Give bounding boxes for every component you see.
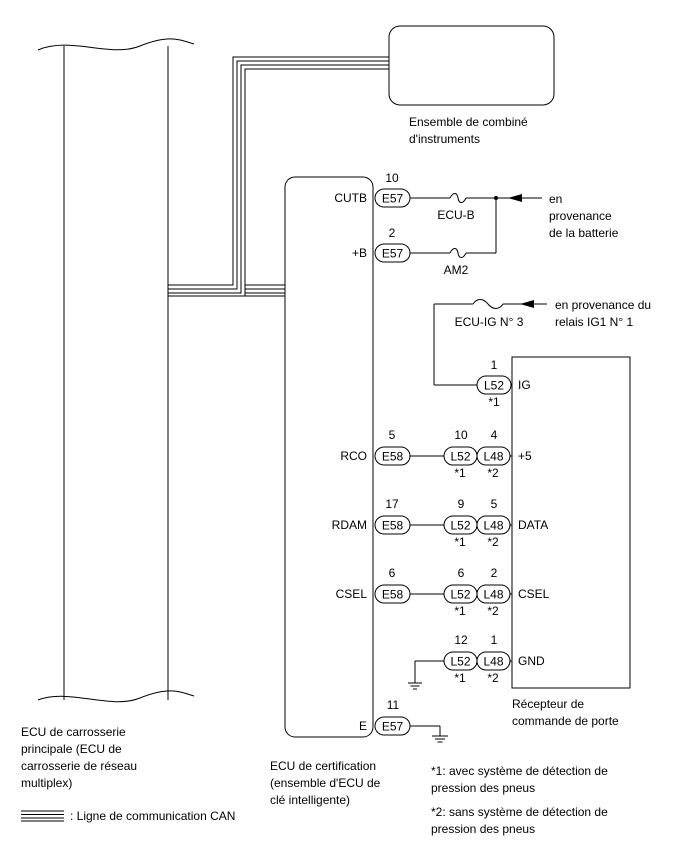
note-2: *2: sans système de détection de pressio… [431, 805, 611, 836]
certification-ecu-label: ECU de certification (ensemble d'ECU de … [270, 759, 384, 807]
variant-note: *2 [487, 671, 499, 685]
variant-note: *1 [454, 466, 466, 480]
relay-source-label: en provenance du relais IG1 N° 1 [555, 298, 654, 329]
connector-label: L52 [450, 519, 470, 533]
connector-label: E57 [382, 247, 404, 261]
connector-label: E58 [382, 588, 404, 602]
connector-rdam: E58 17 RDAM [332, 497, 411, 535]
terminal-name: DATA [518, 518, 548, 532]
ground-icon [408, 682, 422, 690]
variant-note: *1 [454, 535, 466, 549]
pin-number: 11 [387, 698, 400, 712]
variant-note: *1 [454, 604, 466, 618]
connector-cutb: E57 10 CUTB [334, 171, 411, 208]
connector-label: L52 [450, 588, 470, 602]
pin-number: 6 [458, 566, 465, 580]
variant-note: *1 [454, 671, 466, 685]
pin-name: E [359, 719, 367, 733]
pin-name: +B [352, 246, 367, 260]
receiver-terminal-csel: L52 L48 6 2 *1 *2 CSEL [443, 566, 550, 618]
body-ecu-box [37, 38, 195, 703]
terminal-name: +5 [518, 449, 532, 463]
connector-label: E58 [382, 450, 404, 464]
battery-arrow-icon [508, 194, 522, 202]
pin-number: 12 [454, 633, 468, 647]
connector-label: E57 [382, 192, 404, 206]
connector-label: L48 [483, 450, 503, 464]
certification-ecu-box [284, 176, 374, 738]
receiver-terminal-ig: L52 1 *1 IG [476, 358, 531, 409]
pin-number: 2 [491, 566, 498, 580]
receiver-label: Récepteur de commande de porte [512, 697, 619, 728]
pin-name: RDAM [332, 518, 367, 532]
fuse-ecu-ig-label: ECU-IG N° 3 [455, 315, 524, 329]
terminal-name: IG [518, 378, 531, 392]
pin-name: CUTB [334, 191, 367, 205]
terminal-name: CSEL [518, 587, 550, 601]
pin-number: 9 [458, 497, 465, 511]
connector-label: L48 [483, 519, 503, 533]
fuse-ecu-b-label: ECU-B [437, 208, 474, 222]
connector-plus-b: E57 2 +B [352, 226, 411, 263]
connector-label: L52 [450, 450, 470, 464]
combination-meter-box [388, 25, 555, 106]
pin-name: CSEL [336, 587, 368, 601]
connector-label: L48 [483, 588, 503, 602]
connector-label: L48 [483, 655, 503, 669]
receiver-terminal-plus5: L52 L48 10 4 *1 *2 +5 [443, 428, 532, 480]
receiver-terminal-data: L52 L48 9 5 *1 *2 DATA [443, 497, 548, 549]
connector-label: E58 [382, 519, 404, 533]
pin-number: 1 [491, 358, 498, 372]
terminal-name: GND [518, 654, 545, 668]
can-legend-icon [21, 810, 64, 822]
combination-meter-label: Ensemble de combiné d'instruments [409, 115, 531, 146]
variant-note: *1 [488, 395, 500, 409]
pin-number: 17 [385, 497, 399, 511]
pin-number: 4 [491, 428, 498, 442]
pin-number: 2 [389, 226, 396, 240]
can-bus-lines [168, 56, 389, 297]
fuse-ecu-b-icon [449, 193, 467, 203]
pin-number: 5 [491, 497, 498, 511]
pin-number: 6 [389, 566, 396, 580]
fuse-ecu-ig-icon [472, 299, 504, 309]
relay-arrow-icon [520, 300, 534, 308]
connector-label: E57 [382, 720, 404, 734]
wires [410, 196, 547, 736]
receiver-terminal-gnd: L52 L48 12 1 *1 *2 GND [443, 633, 545, 685]
receiver-box [511, 356, 631, 689]
body-ecu-label: ECU de carrosserie principale (ECU de ca… [21, 725, 140, 790]
connector-e: E57 11 E [359, 698, 411, 736]
variant-note: *2 [487, 466, 499, 480]
pin-number: 1 [491, 633, 498, 647]
variant-note: *2 [487, 535, 499, 549]
battery-source-label: en provenance de la batterie [549, 192, 619, 240]
connector-csel: E58 6 CSEL [336, 566, 411, 604]
can-legend-label: : Ligne de communication CAN [70, 809, 235, 823]
pin-number: 5 [389, 428, 396, 442]
connector-label: L52 [484, 379, 504, 393]
connector-rco: E58 5 RCO [340, 428, 411, 466]
connector-label: L52 [450, 655, 470, 669]
pin-number: 10 [385, 171, 399, 185]
pin-name: RCO [340, 449, 367, 463]
variant-note: *2 [487, 604, 499, 618]
note-1: *1: avec système de détection de pressio… [431, 764, 611, 795]
fuse-am2-icon [449, 248, 467, 258]
ground-icon [432, 735, 448, 743]
fuse-am2-label: AM2 [444, 263, 469, 277]
pin-number: 10 [454, 428, 468, 442]
